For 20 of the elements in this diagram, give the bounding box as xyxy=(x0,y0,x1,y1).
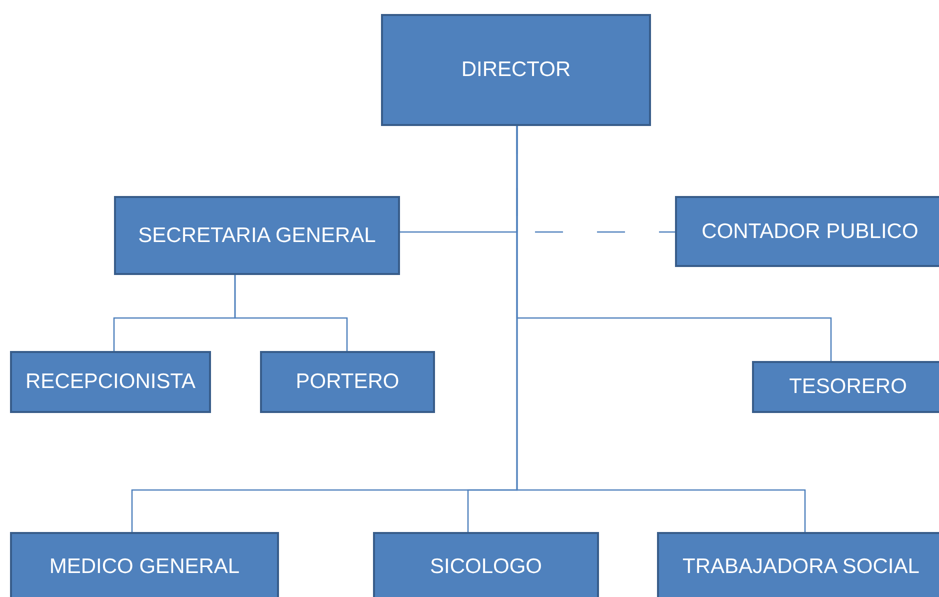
position-title: RECEPCIONISTA xyxy=(26,370,196,394)
position-box xyxy=(657,532,939,597)
position-box xyxy=(373,532,599,597)
position-box xyxy=(114,196,400,275)
connector-line xyxy=(516,126,806,532)
position-box xyxy=(752,361,939,413)
connector-line xyxy=(234,275,348,351)
position-box xyxy=(381,14,651,126)
position-title: TRABAJADORA SOCIAL xyxy=(682,555,920,579)
position-title: DIRECTOR xyxy=(461,58,571,82)
position-box xyxy=(675,196,939,267)
position-title: MEDICO GENERAL xyxy=(49,555,240,579)
position-box xyxy=(10,351,211,413)
position-title: CONTADOR PUBLICO xyxy=(702,220,918,244)
position-title: SICOLOGO xyxy=(430,555,542,579)
position-box xyxy=(10,532,279,597)
position-title: SECRETARIA GENERAL xyxy=(138,224,376,248)
position-title: PORTERO xyxy=(296,370,400,394)
position-title: TESORERO xyxy=(789,375,907,399)
position-box xyxy=(260,351,435,413)
